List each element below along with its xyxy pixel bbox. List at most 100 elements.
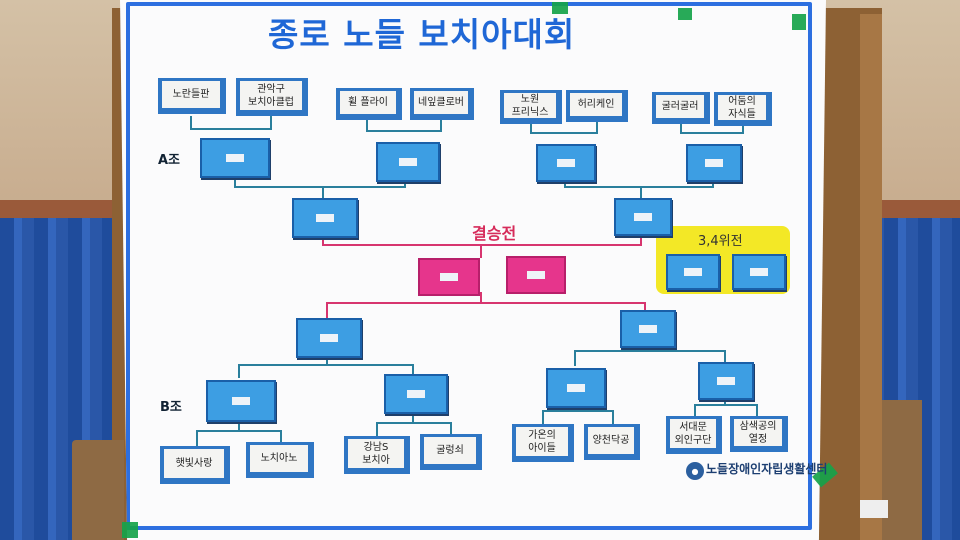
team-card: 햇빛사랑	[160, 446, 230, 484]
bracket-line	[712, 178, 714, 188]
score-slip	[320, 334, 338, 342]
bracket-line	[612, 410, 614, 424]
team-name: 삼색공의 열정	[734, 419, 782, 446]
bracket-line	[234, 174, 236, 188]
bracket-line	[680, 132, 744, 134]
final-label: 결승전	[472, 224, 517, 243]
team-card: 휠 플라이	[336, 88, 402, 120]
bracket-line	[530, 124, 532, 134]
bracket-line	[756, 404, 758, 416]
team-card: 강남S 보치아	[344, 436, 410, 474]
final-line	[640, 232, 642, 246]
bracket-line	[440, 120, 442, 132]
bracket-line	[326, 354, 328, 366]
score-slip	[705, 159, 723, 167]
match-box	[614, 198, 672, 236]
bracket-line	[724, 350, 726, 362]
bracket-line	[412, 364, 414, 374]
match-box	[536, 144, 596, 182]
score-slip	[440, 273, 458, 281]
match-box	[546, 368, 606, 408]
bracket-line	[234, 186, 406, 188]
team-name: 노원 프리닉스	[504, 93, 556, 118]
match-box	[686, 144, 742, 182]
score-slip	[232, 397, 250, 405]
team-card: 삼색공의 열정	[730, 416, 788, 452]
team-card: 관악구 보치아클럽	[236, 78, 308, 116]
final-line	[326, 302, 646, 304]
board-leg-right	[882, 400, 922, 540]
team-card: 양천닥공	[584, 424, 640, 460]
bronze-match-box	[666, 254, 720, 290]
score-slip	[407, 390, 425, 398]
bracket-line	[574, 350, 726, 352]
match-box	[384, 374, 448, 414]
bracket-line	[542, 410, 544, 424]
score-slip	[567, 384, 585, 392]
team-card: 노원 프리닉스	[500, 90, 562, 124]
bracket-line	[238, 364, 240, 378]
bracket-line	[724, 396, 726, 404]
match-box	[292, 198, 358, 238]
team-card: 네잎클로버	[410, 88, 474, 120]
center-logo-icon: ●	[686, 462, 704, 480]
bracket-line	[376, 422, 452, 424]
match-box	[620, 310, 676, 348]
tape	[792, 14, 806, 30]
bracket-line	[694, 404, 696, 416]
bronze-match-box	[732, 254, 786, 290]
poster-border	[126, 2, 812, 530]
bracket-line	[322, 186, 324, 200]
score-slip	[717, 377, 735, 385]
organizer-name: 노들장애인자립생활센터	[706, 462, 828, 476]
bracket-line	[238, 420, 240, 430]
team-card: 굴러굴러	[652, 92, 710, 124]
final-line	[480, 292, 482, 304]
bracket-line	[542, 410, 614, 412]
team-name: 가온의 아이들	[516, 427, 568, 456]
final-line	[322, 236, 324, 246]
bracket-line	[238, 364, 414, 366]
team-name: 네잎클로버	[414, 91, 468, 114]
final-box	[506, 256, 566, 294]
score-slip	[684, 268, 702, 276]
bracket-line	[450, 422, 452, 434]
match-box	[296, 318, 362, 358]
team-name: 관악구 보치아클럽	[240, 81, 302, 110]
match-box	[206, 380, 276, 422]
match-box	[376, 142, 440, 182]
team-name: 서대문 외인구단	[670, 419, 716, 448]
final-box	[418, 258, 480, 296]
team-name: 굴렁쇠	[424, 437, 476, 464]
bracket-line	[412, 412, 414, 424]
team-name: 강남S 보치아	[348, 439, 404, 468]
team-card: 노치아노	[246, 442, 314, 478]
poster-title: 종로 노들 보치아대회	[268, 15, 576, 54]
score-slip	[316, 214, 334, 222]
tape	[678, 8, 692, 20]
team-card: 가온의 아이들	[512, 424, 574, 462]
bracket-line	[596, 122, 598, 134]
bracket-line	[404, 178, 406, 188]
team-name: 휠 플라이	[340, 91, 396, 114]
board-sticker	[860, 500, 888, 518]
bracket-line	[640, 186, 642, 200]
team-name: 허리케인	[570, 93, 622, 116]
bracket-line	[270, 116, 272, 130]
team-name: 햇빛사랑	[164, 449, 224, 478]
bracket-line	[742, 126, 744, 134]
score-slip	[226, 154, 244, 162]
bracket-line	[366, 130, 442, 132]
bracket-line	[694, 404, 758, 406]
board-edge	[860, 14, 882, 540]
team-name: 굴러굴러	[656, 95, 704, 118]
team-card: 허리케인	[566, 90, 628, 122]
team-name: 양천닥공	[588, 427, 634, 454]
group-b-label: B조	[160, 400, 182, 415]
team-card: 어둠의 자식들	[714, 92, 772, 126]
final-line	[644, 302, 646, 312]
team-card: 노란들판	[158, 78, 226, 114]
bracket-line	[564, 178, 566, 188]
score-slip	[750, 268, 768, 276]
score-slip	[639, 325, 657, 333]
